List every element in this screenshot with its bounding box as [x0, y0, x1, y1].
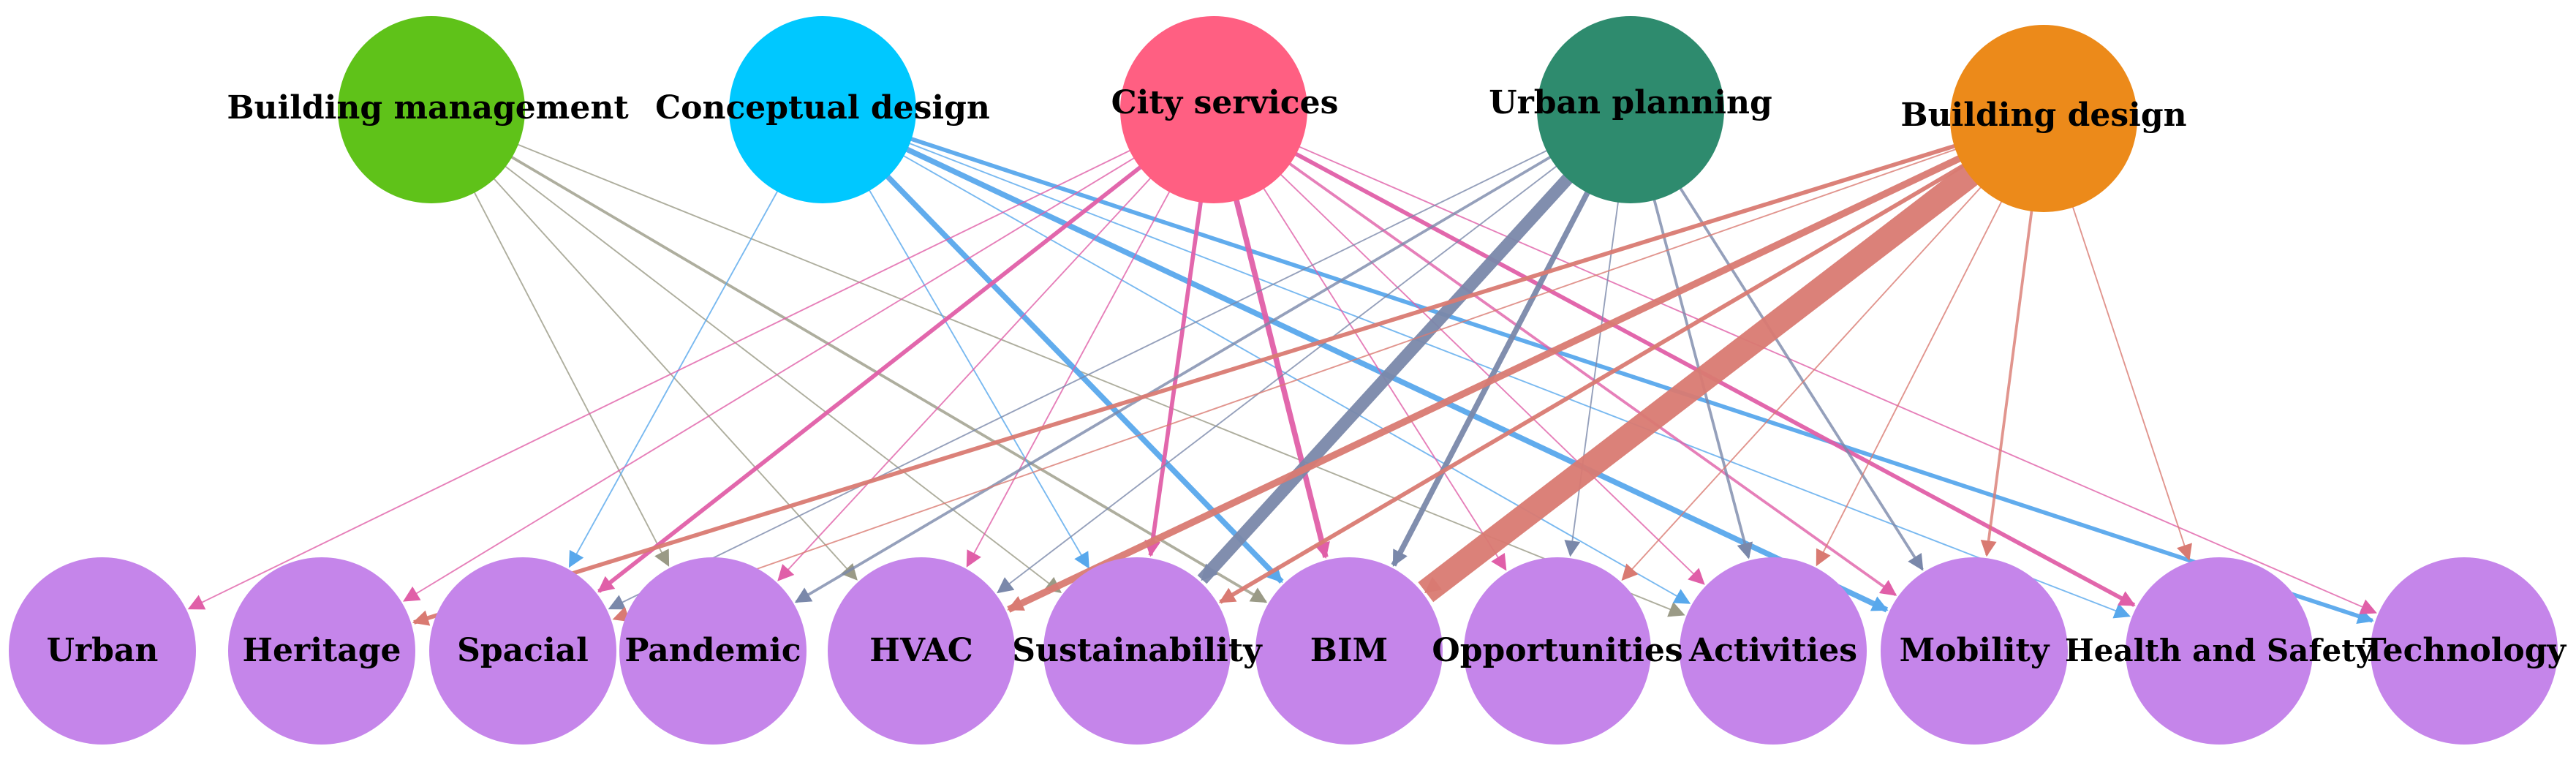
edge-cd-hs — [870, 127, 2131, 619]
source-node-label: Building management — [227, 89, 629, 127]
target-node-label: Health and Safety — [2065, 633, 2375, 668]
target-node-label: Technology — [2362, 632, 2567, 669]
edge-bd-hs — [2059, 167, 2192, 561]
source-node-cs: City services — [1111, 16, 1339, 203]
target-node-hs — [2126, 557, 2313, 745]
edge-cs-hvac — [966, 154, 1190, 568]
target-node-label: Sustainability — [1012, 632, 1263, 669]
source-node-bd: Building design — [1900, 25, 2187, 212]
edge-bd-bim — [1418, 140, 2011, 603]
source-node-up: Urban planning — [1489, 16, 1772, 203]
edge-up-spa — [608, 132, 1585, 610]
target-node-label: BIM — [1310, 632, 1388, 669]
target-node-mob — [1881, 557, 2068, 745]
edge-bd-opp — [1621, 156, 2010, 581]
target-node-circle — [1881, 557, 2068, 745]
target-node-her — [228, 557, 415, 745]
edge-up-sus — [1197, 143, 1601, 584]
target-node-act — [1680, 557, 1867, 745]
target-node-circle — [1043, 557, 1231, 745]
edge-cd-bim — [856, 144, 1284, 584]
edge-bm-bim — [475, 135, 1268, 603]
target-node-circle — [1680, 557, 1867, 745]
target-node-circle — [2126, 557, 2313, 745]
edge-up-hvac — [997, 140, 1590, 594]
target-node-urban — [9, 557, 196, 745]
target-node-label: Activities — [1688, 632, 1857, 669]
target-node-label: Pandemic — [624, 632, 801, 669]
edge-up-pan — [794, 135, 1587, 603]
source-node-bm: Building management — [227, 16, 629, 203]
target-node-label: Mobility — [1900, 632, 2050, 669]
source-node-circle — [1120, 16, 1307, 203]
target-node-bim — [1255, 557, 1443, 745]
edge-bd-spa — [612, 135, 1995, 622]
target-node-circle — [228, 557, 415, 745]
edge-cs-sus — [1144, 160, 1209, 557]
edge-up-act — [1642, 159, 1753, 559]
source-node-cd: Conceptual design — [655, 16, 990, 203]
target-node-circle — [1255, 557, 1443, 745]
source-node-label: Building design — [1900, 97, 2186, 134]
edge-cs-act — [1250, 145, 1705, 585]
target-node-sus — [1043, 557, 1231, 745]
edge-up-bim — [1391, 154, 1609, 567]
edge-cd-mob — [868, 129, 1889, 613]
edge-cs-opp — [1240, 152, 1507, 571]
edge-bm-hvac — [465, 147, 858, 581]
edge-cs-mob — [1255, 138, 1897, 597]
source-node-circle — [1537, 16, 1724, 203]
edge-cd-sus — [847, 154, 1089, 569]
edge-cs-tech — [1261, 129, 2377, 614]
target-node-label: HVAC — [869, 632, 972, 669]
target-node-circle — [828, 557, 1015, 745]
target-node-opp — [1464, 557, 1651, 745]
target-node-label: Spacial — [457, 632, 589, 669]
target-node-hvac — [828, 557, 1015, 745]
target-node-circle — [1464, 557, 1651, 745]
edge-cs-her — [403, 135, 1171, 602]
source-node-circle — [729, 16, 916, 203]
edge-bd-mob — [1980, 169, 2039, 557]
target-node-circle — [619, 557, 807, 745]
edge-cs-pan — [777, 147, 1179, 581]
target-node-tech — [2371, 557, 2558, 745]
edge-cs-urban — [187, 131, 1168, 610]
target-node-label: Urban — [47, 632, 159, 669]
target-node-label: Opportunities — [1432, 632, 1682, 669]
edge-bd-her — [412, 132, 1995, 626]
edge-cs-spa — [597, 140, 1175, 593]
edge-bd-act — [1816, 164, 2021, 567]
source-node-label: Urban planning — [1489, 84, 1772, 121]
edge-cd-spa — [568, 154, 798, 568]
target-node-label: Heritage — [242, 632, 401, 669]
edge-bm-pan — [454, 155, 670, 567]
edge-bd-hvac — [1007, 137, 1999, 613]
target-node-circle — [2371, 557, 2558, 745]
target-node-circle — [9, 557, 196, 745]
source-node-label: Conceptual design — [655, 89, 990, 127]
target-node-spa — [429, 557, 616, 745]
target-node-circle — [429, 557, 616, 745]
source-node-label: City services — [1111, 84, 1339, 121]
source-node-circle — [1950, 25, 2137, 212]
edge-cs-bim — [1223, 159, 1330, 559]
edge-bd-sus — [1218, 143, 2001, 604]
edges-layer — [187, 124, 2377, 626]
target-node-pan — [619, 557, 807, 745]
source-node-circle — [338, 16, 525, 203]
edge-bm-sus — [472, 140, 1062, 594]
nodes-layer: Building management Conceptual design City… — [9, 16, 2567, 745]
